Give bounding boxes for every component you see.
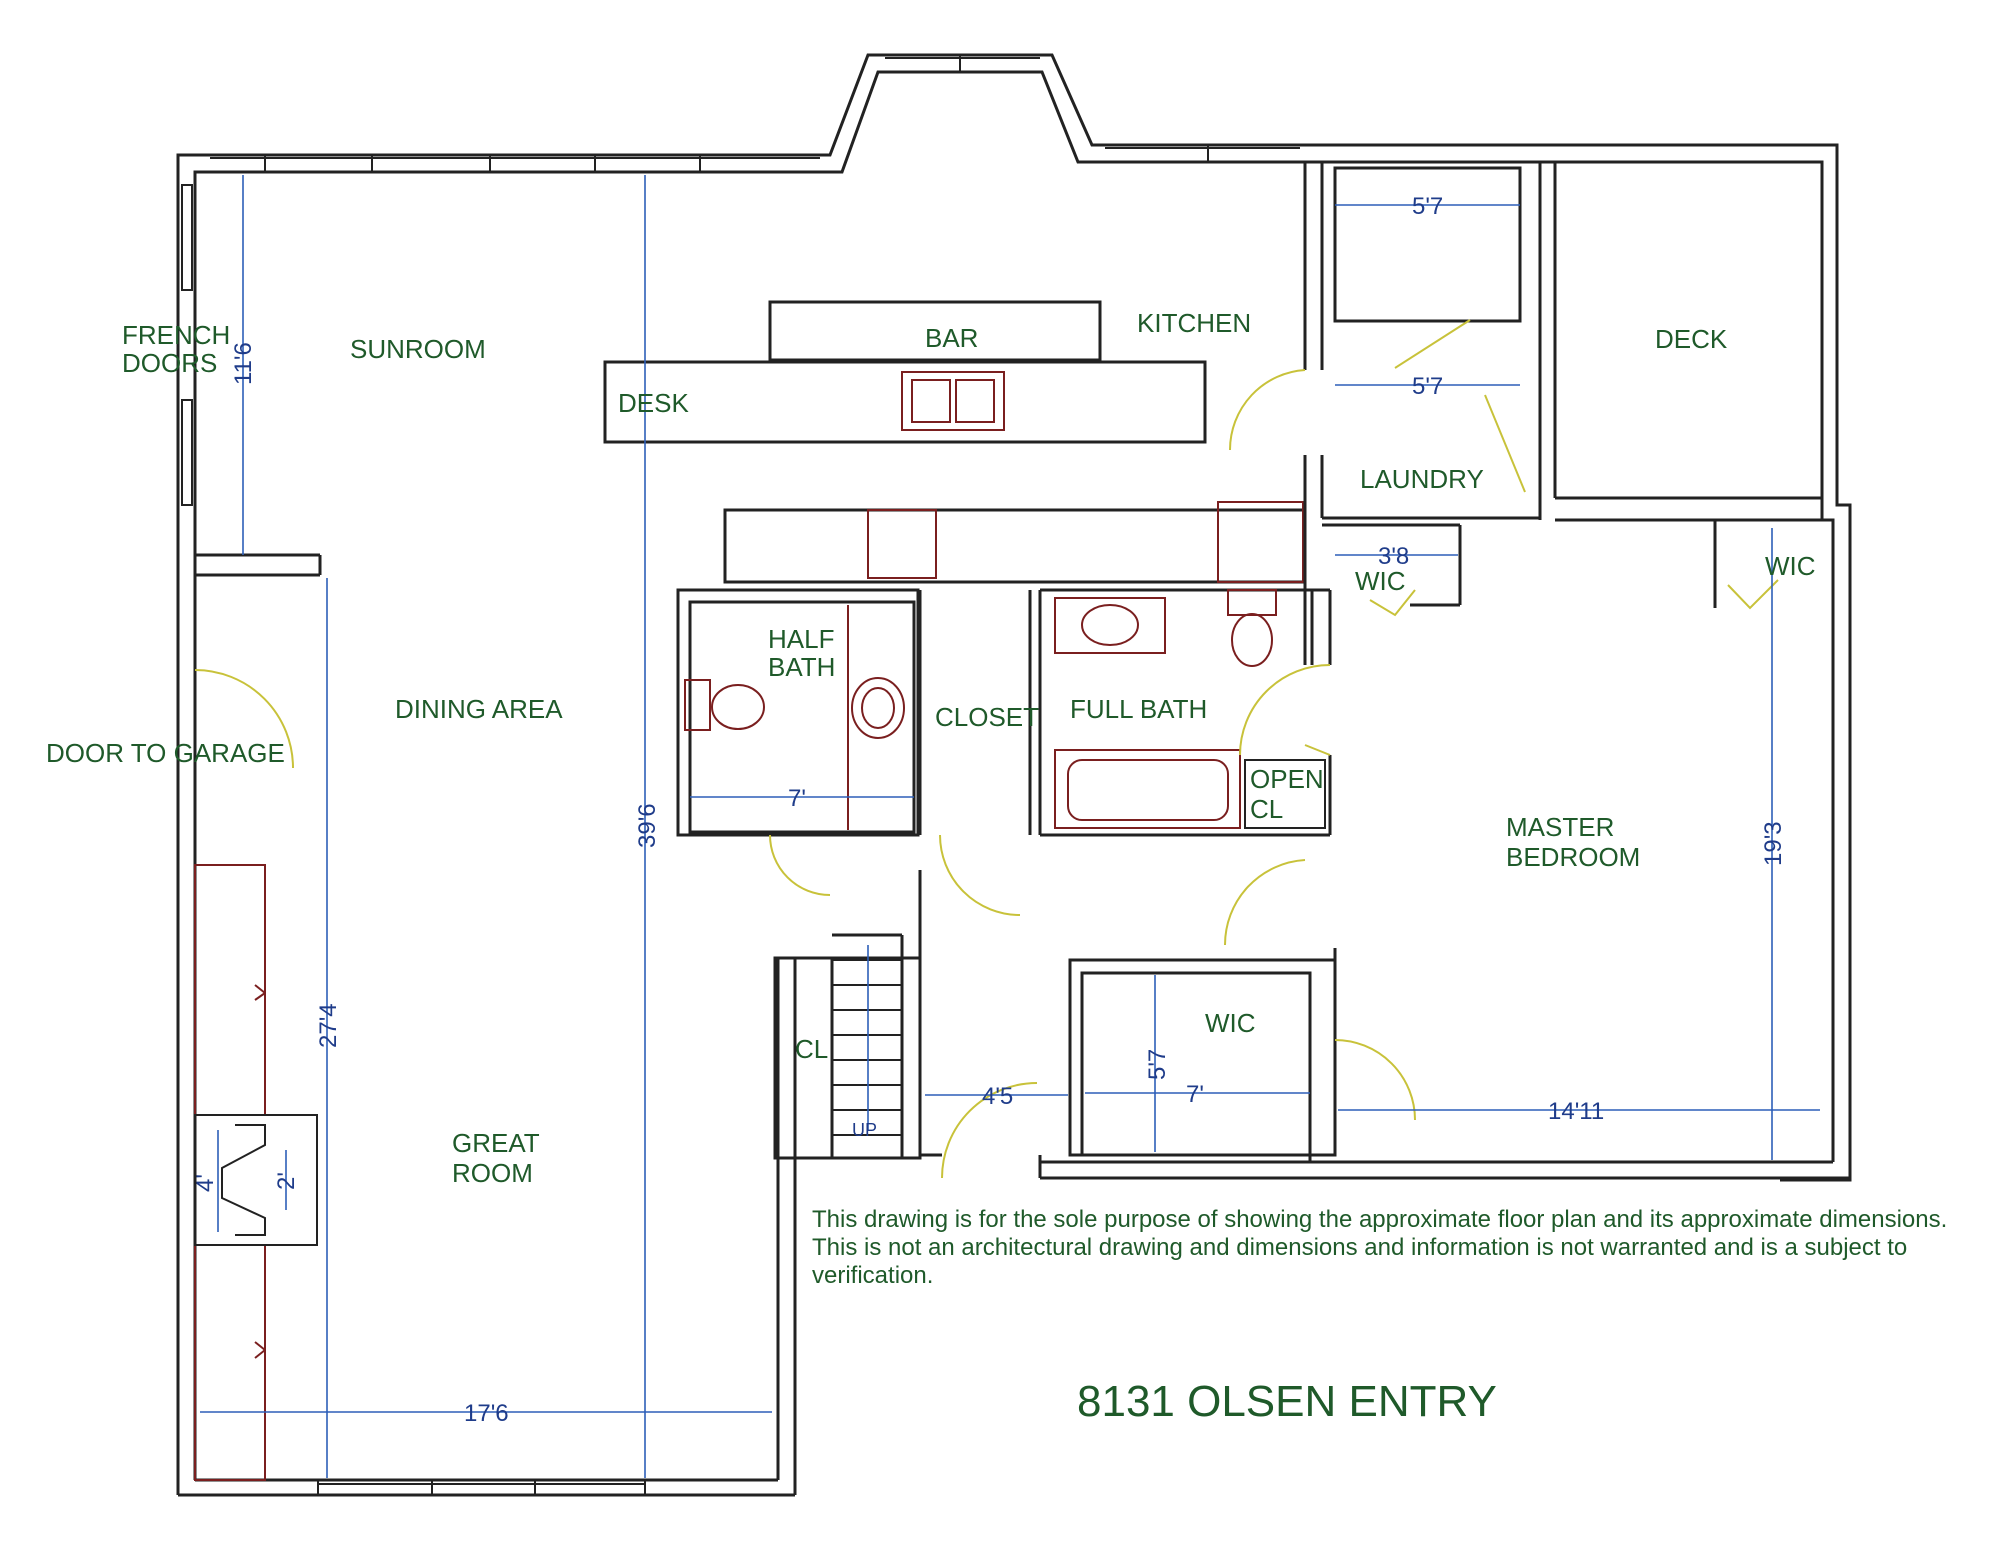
label-french-doors-2: DOORS [122,348,217,378]
dim-master-height: 19'3 [1760,821,1787,866]
dim-hall-width: 4'5 [982,1083,1013,1110]
dimension-lines [200,175,1820,1478]
label-great-room-1: GREAT [452,1128,540,1158]
label-deck: DECK [1655,324,1728,354]
label-kitchen: KITCHEN [1137,308,1251,338]
dim-sunroom-height: 11'6 [230,342,257,385]
fireplace [194,1114,318,1246]
dim-great-room-width: 17'6 [464,1400,509,1427]
label-wic-right: WIC [1765,551,1816,581]
fixtures [194,589,1326,1481]
label-half-bath-2: BATH [768,652,835,682]
label-wic-bottom: WIC [1205,1008,1256,1038]
dim-wic-bottom-width: 7' [1186,1081,1204,1108]
interior-walls [176,162,1822,1495]
dim-half-bath-width: 7' [788,785,806,812]
label-open-cl-1: OPEN [1250,764,1324,794]
label-desk: DESK [618,388,689,418]
label-great-room-2: ROOM [452,1158,533,1188]
label-half-bath-1: HALF [768,624,834,654]
plan-title: 8131 OLSEN ENTRY [1077,1377,1497,1426]
exterior-walls [176,53,1852,1497]
label-open-cl-2: CL [1250,794,1283,824]
dim-laundry-top: 5'7 [1412,193,1443,220]
label-sunroom: SUNROOM [350,334,486,364]
label-master-bedroom-1: MASTER [1506,812,1614,842]
dim-great-room-height: 27'4 [315,1003,342,1048]
dim-master-width: 14'11 [1548,1098,1604,1125]
dim-fireplace-outer: 4' [192,1174,219,1192]
disclaimer-text: This drawing is for the sole purpose of … [812,1206,1948,1289]
label-french-doors-1: FRENCH [122,320,230,350]
dim-wic-width: 3'8 [1378,543,1409,570]
label-laundry: LAUNDRY [1360,464,1484,494]
dim-overall-height: 39'6 [634,803,661,848]
staircase [832,945,902,1136]
door-swings [194,319,1779,1179]
dim-laundry-mid: 5'7 [1412,373,1443,400]
dim-fireplace-inner: 2' [273,1172,300,1190]
label-master-bedroom-2: BEDROOM [1506,842,1640,872]
label-closet: CLOSET [935,702,1039,732]
label-bar: BAR [925,323,978,353]
label-wic-small: WIC [1355,566,1406,596]
label-door-to-garage: DOOR TO GARAGE [46,738,285,768]
dim-wic-bottom-height: 5'7 [1144,1049,1171,1080]
label-full-bath: FULL BATH [1070,694,1207,724]
label-cl: CL [795,1034,828,1064]
label-dining-area: DINING AREA [395,694,563,724]
label-up: UP [852,1120,877,1140]
